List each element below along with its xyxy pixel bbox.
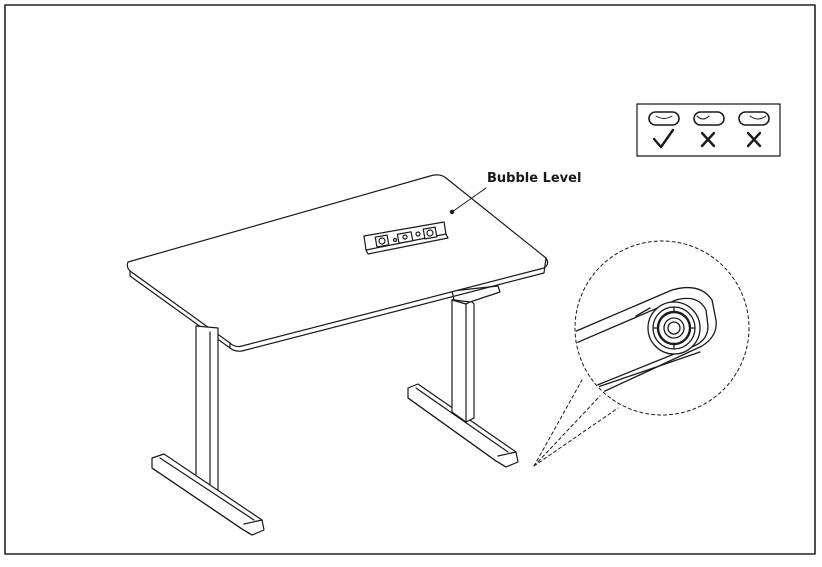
legend-item-wrong-1 [693,111,725,148]
cross-icon [700,131,716,148]
callout-leader-line [451,187,487,213]
zoom-pointer [533,379,619,467]
check-icon [652,128,675,149]
bubble-level-label: Bubble Level [487,171,582,186]
zoom-circle [574,240,750,416]
desk-leg-right [407,295,519,468]
legend-item-wrong-2 [738,111,770,148]
desk-leg-left [151,325,265,536]
desk-top [126,174,549,352]
zoom-detail [533,240,750,467]
cross-icon [746,131,762,148]
outer-frame [4,4,816,555]
level-legend [636,103,781,157]
callout-dot [449,209,455,215]
bubble-level-device [363,221,449,255]
standing-desk [126,174,549,536]
legend-item-correct [648,111,680,149]
